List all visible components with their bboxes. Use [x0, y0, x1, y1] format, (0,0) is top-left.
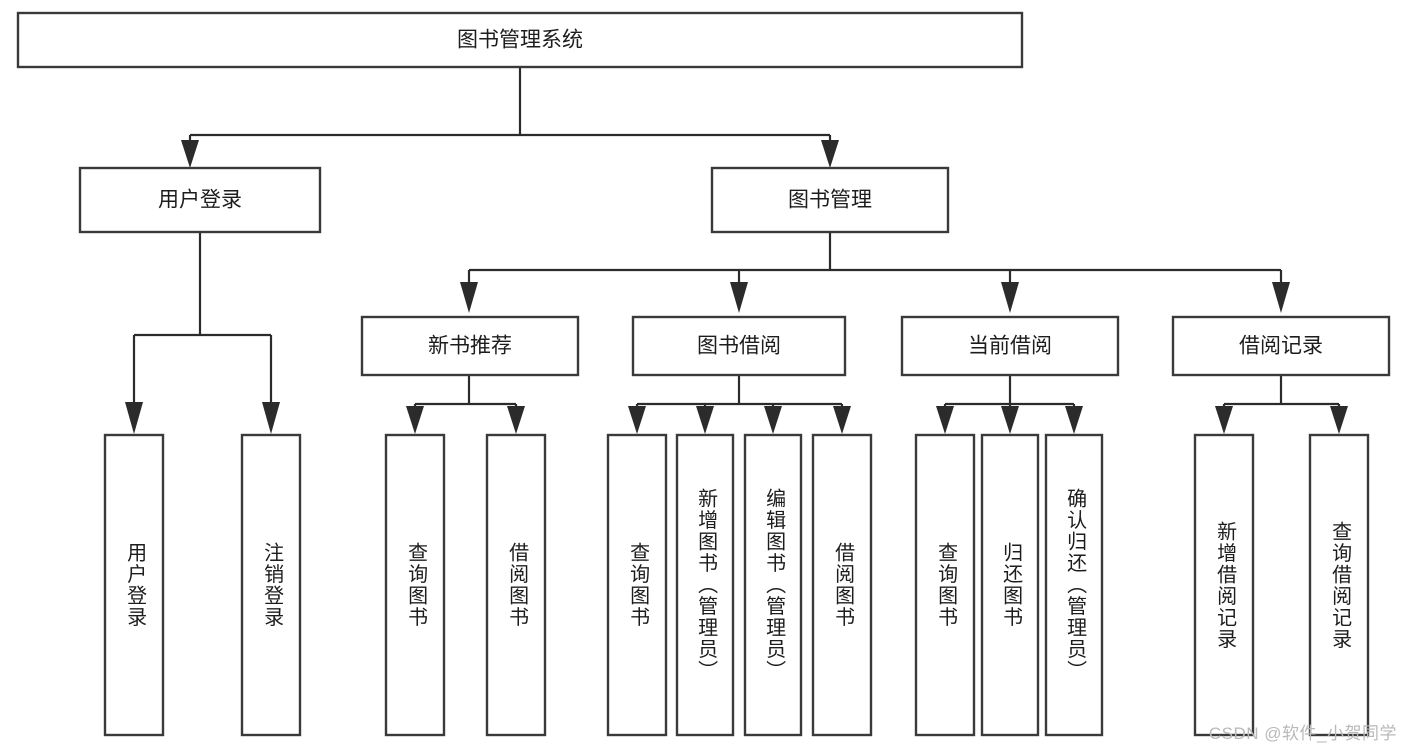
- arrowhead-leaf-bookborrow-3: [764, 406, 782, 434]
- node-box-leaf-return-book[interactable]: [980, 433, 1040, 737]
- arrowhead-level3-4: [1272, 282, 1290, 313]
- node-label-root: 图书管理系统: [457, 29, 583, 52]
- connector-group-root: [181, 67, 839, 168]
- connector-group-userlogin: [125, 232, 280, 434]
- node-box-leaf-user-login[interactable]: [103, 433, 165, 737]
- arrowhead-leaf-borrowrecord-2: [1330, 406, 1348, 434]
- arrowhead-leaf-bookborrow-1: [628, 406, 646, 434]
- node-box-book-borrow[interactable]: [631, 315, 847, 377]
- node-label-current-borrow: 当前借阅: [968, 335, 1052, 358]
- connector-group-newbook: [406, 375, 525, 434]
- node-box-leaf-borrow-book-2[interactable]: [811, 433, 873, 737]
- arrowhead-leaf-newbook-1: [406, 406, 424, 434]
- arrowhead-leaf-borrowrecord-1: [1215, 406, 1233, 434]
- node-box-leaf-add-record[interactable]: [1193, 433, 1255, 737]
- arrowhead-leaf-userlogin-1: [125, 402, 143, 434]
- node-box-borrow-record[interactable]: [1171, 315, 1391, 377]
- node-box-leaf-query-book-3[interactable]: [914, 433, 976, 737]
- arrowhead-level3-1: [460, 282, 478, 313]
- connector-group-bookmgmt: [460, 232, 1290, 313]
- node-box-book-management[interactable]: [710, 166, 950, 234]
- node-label-new-book-recommend: 新书推荐: [428, 335, 512, 358]
- arrowhead-leaf-bookborrow-2: [696, 406, 714, 434]
- node-box-leaf-query-book-2[interactable]: [606, 433, 668, 737]
- node-label-borrow-record: 借阅记录: [1239, 335, 1323, 358]
- node-box-leaf-edit-book[interactable]: [743, 433, 803, 737]
- arrowhead-bookmgmt: [821, 140, 839, 168]
- arrowhead-leaf-userlogin-2: [262, 402, 280, 434]
- arrowhead-leaf-currentborrow-3: [1065, 406, 1083, 434]
- arrowhead-leaf-currentborrow-1: [936, 406, 954, 434]
- arrowhead-leaf-newbook-2: [507, 406, 525, 434]
- node-box-new-book-recommend[interactable]: [360, 315, 580, 377]
- node-label-book-management: 图书管理: [788, 189, 872, 212]
- node-label-book-borrow: 图书借阅: [697, 335, 781, 358]
- arrowhead-level3-2: [730, 282, 748, 313]
- node-box-leaf-query-record[interactable]: [1308, 433, 1370, 737]
- arrowhead-level3-3: [1001, 282, 1019, 313]
- node-box-root[interactable]: [16, 11, 1024, 69]
- connector-group-borrowrecord: [1215, 375, 1348, 434]
- node-box-leaf-logout[interactable]: [240, 433, 302, 737]
- node-box-leaf-confirm-return[interactable]: [1044, 433, 1104, 737]
- node-box-leaf-query-book-1[interactable]: [384, 433, 446, 737]
- node-box-current-borrow[interactable]: [900, 315, 1120, 377]
- node-box-user-login[interactable]: [78, 166, 322, 234]
- node-box-leaf-add-book[interactable]: [675, 433, 735, 737]
- connector-group-bookborrow: [628, 375, 851, 434]
- arrowhead-leaf-bookborrow-4: [833, 406, 851, 434]
- node-box-leaf-borrow-book-1[interactable]: [485, 433, 547, 737]
- arrowhead-userlogin: [181, 140, 199, 168]
- connector-group-currentborrow: [936, 375, 1083, 434]
- node-label-user-login: 用户登录: [158, 189, 242, 212]
- watermark-text: CSDN @软件_小贺同学: [1208, 724, 1397, 743]
- arrowhead-leaf-currentborrow-2: [1001, 406, 1019, 434]
